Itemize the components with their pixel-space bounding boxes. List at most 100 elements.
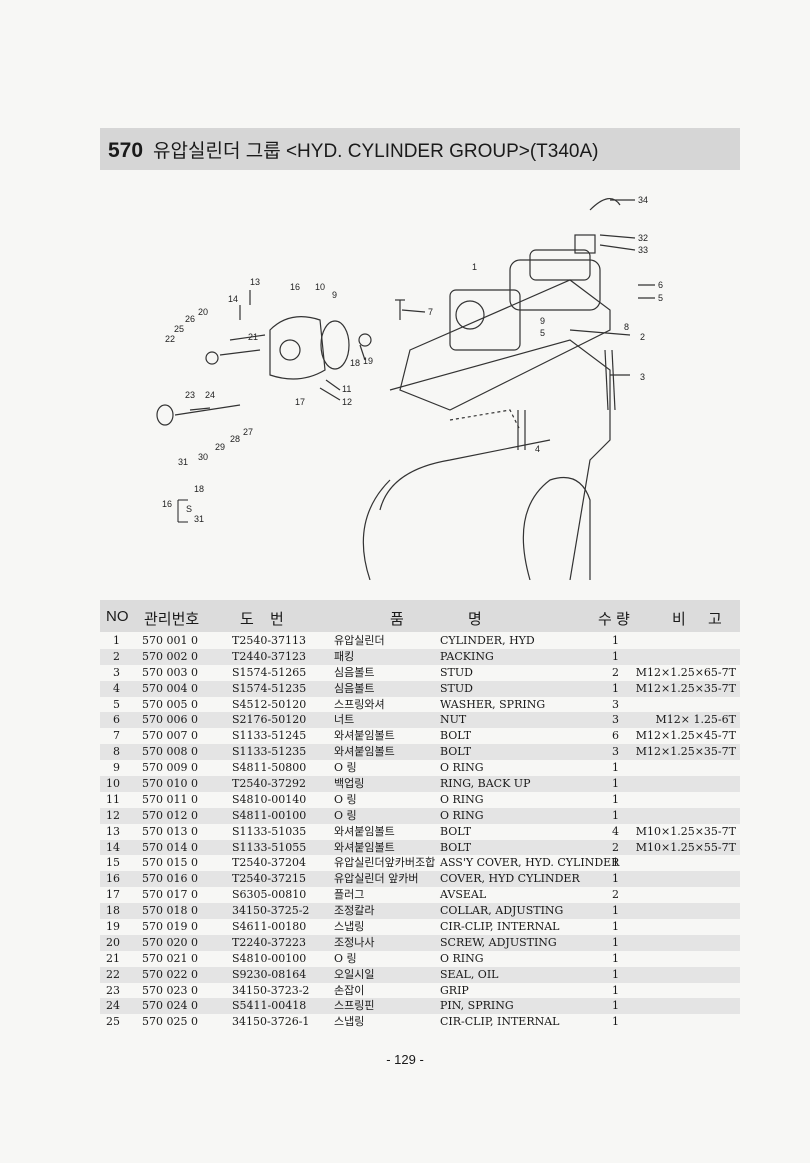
callout-19: 19 (363, 356, 373, 366)
cell-qty: 1 (612, 808, 619, 822)
cell-name-kr: 와셔붙임볼트 (334, 824, 395, 838)
cell-part-no: T2540-37215 (232, 872, 307, 886)
callout-26: 26 (185, 314, 195, 324)
cell-qty: 1 (612, 872, 619, 886)
cell-name-en: SEAL, OIL (440, 967, 499, 981)
cell-part-no: 34150-3726-1 (232, 1015, 310, 1029)
cell-code: 570 014 0 (142, 840, 198, 854)
cell-remark: M10×1.25×35-7T (635, 824, 736, 838)
cell-name-kr: 스프링핀 (334, 999, 375, 1013)
cell-qty: 1 (612, 904, 619, 918)
cell-part-no: S1133-51245 (232, 729, 307, 743)
cell-name-en: BOLT (440, 824, 472, 838)
cell-part-no: S5411-00418 (232, 999, 307, 1013)
cell-remark: M12× 1.25-6T (655, 713, 736, 727)
title-band (100, 128, 740, 170)
cell-name-en: BOLT (440, 840, 472, 854)
cell-name-kr: 너트 (334, 713, 355, 727)
cell-name-en: SCREW, ADJUSTING (440, 935, 557, 949)
cell-code: 570 006 0 (142, 713, 198, 727)
cell-name-en: COLLAR, ADJUSTING (440, 904, 564, 918)
callout-31a: 31 (178, 457, 188, 467)
cell-qty: 1 (612, 999, 619, 1013)
callout-13: 13 (250, 277, 260, 287)
cell-no: 20 (106, 935, 120, 949)
callout-9a: 9 (332, 290, 337, 300)
callout-34: 34 (638, 195, 648, 205)
cell-name-en: BOLT (440, 729, 472, 743)
cell-part-no: T2540-37204 (232, 856, 307, 870)
callout-10: 10 (315, 282, 325, 292)
cell-part-no: T2440-37123 (232, 649, 307, 663)
cell-no: 17 (106, 888, 120, 902)
cell-code: 570 021 0 (142, 951, 198, 965)
callout-32: 32 (638, 233, 648, 243)
cell-qty: 1 (612, 951, 619, 965)
cell-code: 570 012 0 (142, 808, 198, 822)
cell-no: 4 (113, 681, 120, 695)
cell-name-kr: 유압실린더앞카버조합 (334, 856, 436, 870)
cell-name-en: AVSEAL (440, 888, 487, 902)
callout-8: 8 (624, 322, 629, 332)
callout-20: 20 (198, 307, 208, 317)
callout-16: 16 (290, 282, 300, 292)
callout-31b: 31 (194, 514, 204, 524)
cell-code: 570 023 0 (142, 983, 198, 997)
callout-18a: 18 (350, 358, 360, 368)
cell-qty: 1 (612, 1015, 619, 1029)
callout-5a: 5 (658, 293, 663, 303)
callout-22: 22 (165, 334, 175, 344)
cell-no: 24 (106, 999, 120, 1013)
cell-part-no: S1133-51055 (232, 840, 307, 854)
col-code: 관리번호 (144, 611, 200, 628)
callout-6: 6 (658, 280, 663, 290)
diagram-svg: 34 32 33 6 5 1 7 9 5 8 2 3 4 13 14 16 10… (156, 195, 663, 581)
cell-name-en: RING, BACK UP (440, 777, 531, 791)
callout-17: 17 (295, 397, 305, 407)
cell-part-no: S9230-08164 (232, 967, 307, 981)
cell-code: 570 013 0 (142, 824, 198, 838)
cell-name-kr: 심음볼트 (334, 665, 375, 679)
cell-qty: 1 (612, 792, 619, 806)
cell-no: 10 (106, 777, 120, 791)
col-part-no: 도 번 (240, 611, 290, 628)
cell-name-kr: O 링 (334, 951, 357, 965)
cell-no: 15 (106, 856, 120, 870)
cell-qty: 1 (612, 935, 619, 949)
callout-18b: 18 (194, 484, 204, 494)
cell-name-en: STUD (440, 681, 473, 695)
callout-2: 2 (640, 332, 645, 342)
cell-part-no: T2540-37113 (232, 634, 307, 647)
col-no: NO (106, 608, 129, 625)
col-qty: 수 량 (598, 611, 630, 628)
cell-name-en: O RING (440, 761, 484, 775)
cell-name-en: CIR-CLIP, INTERNAL (440, 920, 560, 934)
callout-4: 4 (535, 444, 540, 454)
cell-remark: M12×1.25×45-7T (635, 729, 736, 743)
cell-name-kr: 심음볼트 (334, 681, 375, 695)
cell-part-no: S2176-50120 (232, 713, 307, 727)
cell-no: 6 (113, 713, 120, 727)
cell-remark: M10×1.25×55-7T (635, 840, 736, 854)
cell-qty: 6 (612, 729, 619, 743)
cell-remark: M12×1.25×35-7T (635, 681, 736, 695)
cell-name-en: BOLT (440, 745, 472, 759)
cell-code: 570 019 0 (142, 920, 198, 934)
cell-part-no: S1574-51235 (232, 681, 307, 695)
cell-code: 570 022 0 (142, 967, 198, 981)
cell-name-kr: 패킹 (334, 649, 355, 663)
cell-name-en: CIR-CLIP, INTERNAL (440, 1015, 560, 1029)
callout-5b: 5 (540, 328, 545, 338)
cell-name-kr: 와셔붙임볼트 (334, 840, 395, 854)
cell-name-en: O RING (440, 951, 484, 965)
